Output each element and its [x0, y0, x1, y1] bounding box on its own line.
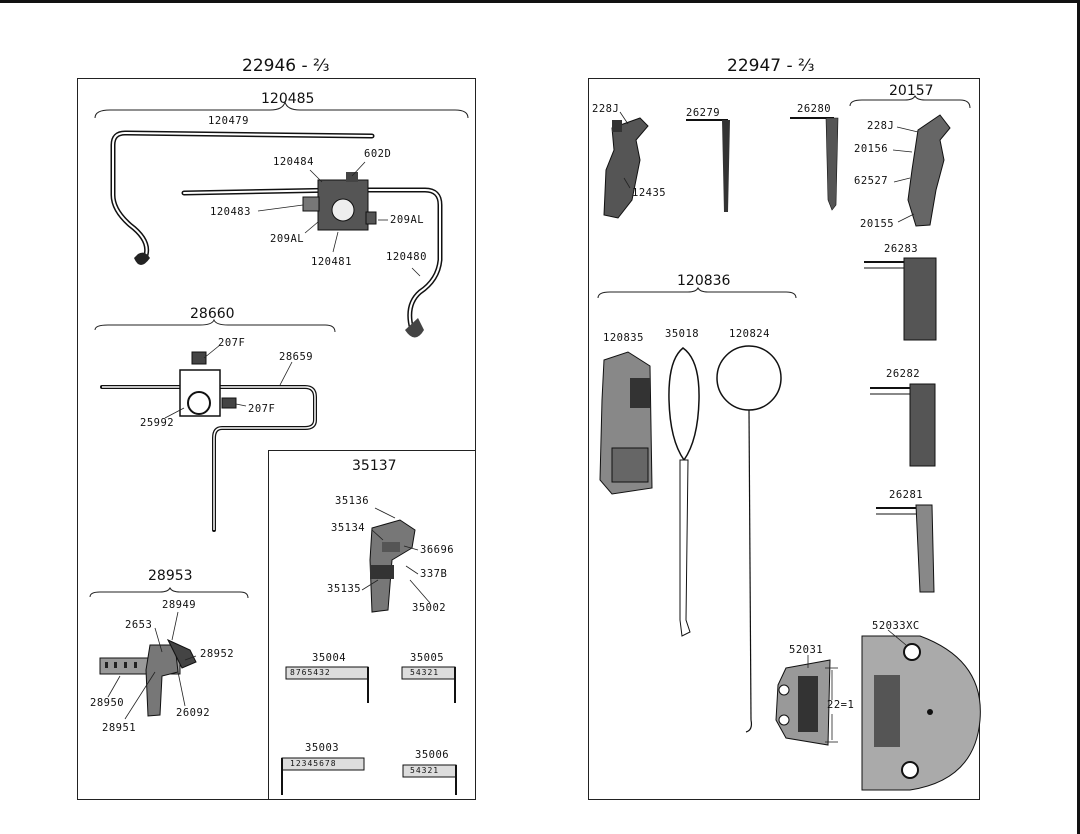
- scale-marks-35005: 54321: [410, 668, 440, 677]
- subpanel-35137-frame: [268, 450, 476, 800]
- part-label-207f-right: 207F: [248, 403, 276, 415]
- part-label-35002: 35002: [412, 602, 447, 614]
- part-label-28951: 28951: [102, 722, 137, 734]
- group-label-120485: 120485: [261, 91, 315, 107]
- part-label-120835: 120835: [603, 332, 644, 344]
- part-label-26281: 26281: [889, 489, 924, 501]
- part-label-2653: 2653: [125, 619, 153, 631]
- part-label-26283: 26283: [884, 243, 919, 255]
- scale-marks-35003: 12345678: [290, 759, 337, 768]
- right-panel-frame: [588, 78, 980, 800]
- dimension-label-22-1: 22=1: [827, 699, 855, 711]
- part-label-120824: 120824: [729, 328, 770, 340]
- part-label-35006: 35006: [415, 749, 450, 761]
- part-label-120481: 120481: [311, 256, 352, 268]
- group-label-28660: 28660: [190, 306, 235, 322]
- part-label-120480: 120480: [386, 251, 427, 263]
- part-label-28952: 28952: [200, 648, 235, 660]
- part-label-35005: 35005: [410, 652, 445, 664]
- part-label-26280: 26280: [797, 103, 832, 115]
- part-label-28950: 28950: [90, 697, 125, 709]
- left-panel-frame: [77, 78, 476, 800]
- part-label-62527: 62527: [854, 175, 889, 187]
- part-label-209al-left: 209AL: [270, 233, 305, 245]
- part-label-35136: 35136: [335, 495, 370, 507]
- part-label-35134: 35134: [331, 522, 366, 534]
- scan-top-border: [0, 0, 1080, 3]
- part-label-36696: 36696: [420, 544, 455, 556]
- part-label-35018: 35018: [665, 328, 700, 340]
- group-label-120836: 120836: [677, 273, 731, 289]
- part-label-52033xc: 52033XC: [872, 620, 920, 632]
- scale-marks-35006: 54321: [410, 766, 440, 775]
- part-label-120484: 120484: [273, 156, 314, 168]
- part-label-120483: 120483: [210, 206, 251, 218]
- group-label-28953: 28953: [148, 568, 193, 584]
- part-label-209al-right: 209AL: [390, 214, 425, 226]
- part-label-602d: 602D: [364, 148, 392, 160]
- part-label-25992: 25992: [140, 417, 175, 429]
- part-label-120479: 120479: [208, 115, 249, 127]
- group-label-35137: 35137: [352, 458, 397, 474]
- part-label-28659: 28659: [279, 351, 314, 363]
- part-label-20155: 20155: [860, 218, 895, 230]
- part-label-26279: 26279: [686, 107, 721, 119]
- left-page-header: 22946 - ⅔: [242, 56, 330, 76]
- part-label-35135: 35135: [327, 583, 362, 595]
- right-page-header: 22947 - ⅔: [727, 56, 815, 76]
- part-label-28949: 28949: [162, 599, 197, 611]
- part-label-35004: 35004: [312, 652, 347, 664]
- part-label-12435: 12435: [632, 187, 667, 199]
- part-label-26092: 26092: [176, 707, 211, 719]
- part-label-20156: 20156: [854, 143, 889, 155]
- scale-marks-35004: 8765432: [290, 668, 331, 677]
- part-label-35003: 35003: [305, 742, 340, 754]
- part-label-207f-top: 207F: [218, 337, 246, 349]
- part-label-228j-a: 228J: [592, 103, 620, 115]
- part-label-228j-b: 228J: [867, 120, 895, 132]
- scan-right-border: [1077, 0, 1080, 834]
- part-label-52031: 52031: [789, 644, 824, 656]
- group-label-20157: 20157: [889, 83, 934, 99]
- part-label-337b: 337B: [420, 568, 448, 580]
- part-label-26282: 26282: [886, 368, 921, 380]
